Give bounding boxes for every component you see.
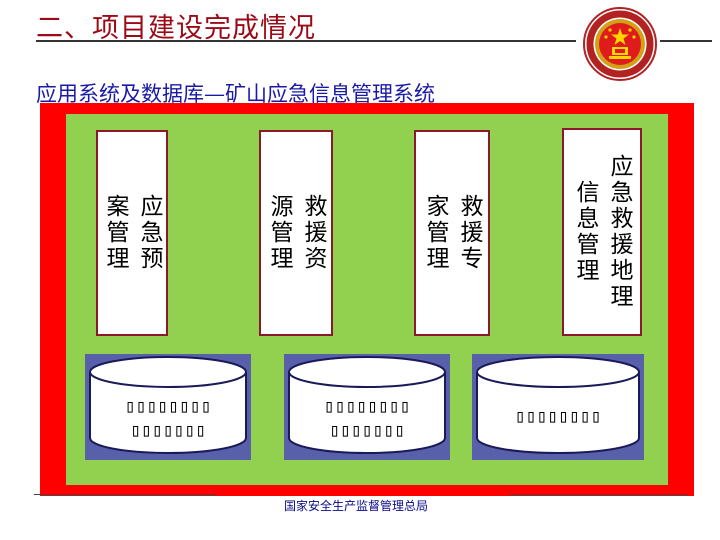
database-label-line: ▯▯▯▯▯▯▯ xyxy=(329,420,405,441)
module-label: 应急预案管理 xyxy=(102,194,162,272)
page-subtitle: 应用系统及数据库—矿山应急信息管理系统 xyxy=(36,82,435,106)
title-divider-left xyxy=(36,40,576,42)
database-label-line: ▯▯▯▯▯▯▯▯ xyxy=(323,396,411,417)
database-label-line: ▯▯▯▯▯▯▯ xyxy=(130,420,206,441)
page-title: 二、项目建设完成情况 xyxy=(36,13,316,44)
module-label: 救援专家管理 xyxy=(422,194,482,272)
module-emergency-plan-management: 应急预案管理 xyxy=(96,130,168,336)
database-cylinder-icon xyxy=(476,356,640,454)
database-label-line: ▯▯▯▯▯▯▯▯ xyxy=(124,396,212,417)
footer-divider-left xyxy=(34,494,216,495)
database-2: ▯▯▯▯▯▯▯▯ xyxy=(472,354,644,460)
database-cylinder-icon xyxy=(89,356,247,454)
database-1: ▯▯▯▯▯▯▯▯ ▯▯▯▯▯▯▯ xyxy=(284,354,450,460)
national-emblem-icon xyxy=(583,7,657,81)
title-divider-right xyxy=(660,40,712,42)
footer-divider-right xyxy=(510,494,688,495)
module-rescue-resource-management: 救援资源管理 xyxy=(259,130,333,336)
database-cylinder-icon xyxy=(288,356,446,454)
database-0: ▯▯▯▯▯▯▯▯ ▯▯▯▯▯▯▯ xyxy=(85,354,251,460)
module-label: 应急救援地理信息管理 xyxy=(572,154,632,310)
module-emergency-rescue-gis-management: 应急救援地理信息管理 xyxy=(562,128,642,336)
database-label-line: ▯▯▯▯▯▯▯▯ xyxy=(514,406,602,427)
module-label: 救援资源管理 xyxy=(266,194,326,272)
module-rescue-expert-management: 救援专家管理 xyxy=(414,130,490,336)
footer-organization: 国家安全生产监督管理总局 xyxy=(284,499,429,513)
